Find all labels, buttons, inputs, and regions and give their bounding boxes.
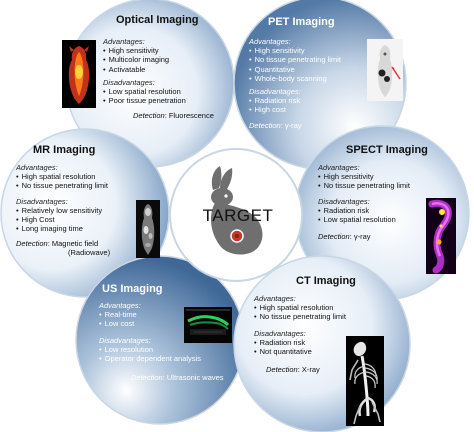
optical-adv-label: Advantages: bbox=[103, 37, 145, 46]
mr-panel: MR Imaging bbox=[16, 144, 95, 156]
pet-dis-label: Disadvantages: bbox=[249, 87, 301, 97]
ct-adv-item: No tissue penetrating limit bbox=[254, 312, 346, 321]
mr-title: MR Imaging bbox=[33, 144, 96, 156]
pet-detection: Detection: γ-ray bbox=[249, 120, 302, 130]
center-label: TARGET bbox=[202, 206, 274, 225]
us-dis-item: Operator dependent analysis bbox=[99, 354, 224, 363]
pet-panel: PET Imaging bbox=[268, 16, 335, 28]
ct-adv-label: Advantages: bbox=[254, 294, 296, 303]
mr-detection-line2: (Radiowave) bbox=[68, 248, 111, 258]
ct-dis-label: Disadvantages: bbox=[254, 328, 306, 338]
spect-dis-label: Disadvantages: bbox=[318, 196, 370, 206]
spect-adv-item: No tissue penetrating limit bbox=[318, 181, 410, 190]
pet-dis-item: High cost bbox=[249, 105, 341, 114]
spect-adv-label: Advantages: bbox=[318, 163, 360, 172]
ct-panel: CT Imaging bbox=[296, 275, 356, 287]
us-text: Advantages: Real-time Low cost Disadvant… bbox=[99, 298, 224, 382]
optical-detection: Detection: Fluorescence bbox=[133, 111, 214, 121]
ct-scan-image bbox=[346, 336, 384, 426]
us-adv-item: Low cost bbox=[99, 319, 224, 328]
pet-dis-item: Radiation risk bbox=[249, 96, 341, 105]
us-dis-label: Disadvantages: bbox=[99, 335, 151, 345]
ct-dis-item: Not quantitative bbox=[254, 347, 346, 356]
pet-adv-item: Quantitative bbox=[249, 65, 341, 74]
mr-text: Advantages: High spatial resolution No t… bbox=[16, 160, 110, 257]
mr-dis-item: High Cost bbox=[16, 215, 110, 224]
mr-scan-image bbox=[136, 200, 160, 258]
spect-title: SPECT Imaging bbox=[346, 144, 428, 156]
optical-panel: Optical Imaging bbox=[103, 14, 199, 26]
optical-mouse-image bbox=[62, 40, 96, 108]
ct-text: Advantages: High spatial resolution No t… bbox=[254, 291, 346, 374]
us-title: US Imaging bbox=[102, 283, 163, 295]
us-panel: US Imaging bbox=[102, 283, 163, 295]
us-scan-image bbox=[184, 307, 232, 343]
optical-dis-label: Disadvantages: bbox=[103, 77, 155, 87]
pet-adv-label: Advantages: bbox=[249, 37, 291, 46]
spect-scan-image bbox=[426, 198, 456, 274]
spect-text: Advantages: High sensitivity No tissue p… bbox=[318, 160, 410, 241]
ct-detection: Detection: X-ray bbox=[266, 365, 320, 375]
optical-dis-item: Poor tissue penetration bbox=[103, 96, 214, 105]
pet-scan-image bbox=[367, 39, 403, 101]
us-detection: Detection: Ultrasonic waves bbox=[131, 373, 224, 383]
pet-text: Advantages: High sensitivity No tissue p… bbox=[249, 34, 341, 130]
ct-dis-item: Radiation risk bbox=[254, 338, 346, 347]
optical-title: Optical Imaging bbox=[116, 14, 199, 26]
spect-dis-item: Low spatial resolution bbox=[318, 215, 410, 224]
pet-adv-item: High sensitivity bbox=[249, 46, 341, 55]
optical-text: Advantages: High sensitivity Multicolor … bbox=[103, 34, 214, 120]
mr-dis-item: Long imaging time bbox=[16, 224, 110, 233]
mr-detection: Detection: Magnetic field bbox=[16, 239, 99, 249]
mr-dis-label: Disadvantages: bbox=[16, 196, 68, 206]
target-core-icon bbox=[235, 234, 239, 238]
optical-dis-item: Low spatial resolution bbox=[103, 87, 214, 96]
spect-adv-item: High sensitivity bbox=[318, 172, 410, 181]
optical-adv-item: Activatable bbox=[103, 65, 214, 74]
spect-panel: SPECT Imaging bbox=[346, 144, 428, 156]
pet-title: PET Imaging bbox=[268, 16, 335, 28]
optical-adv-item: Multicolor imaging bbox=[103, 55, 214, 64]
spect-dis-item: Radiation risk bbox=[318, 206, 410, 215]
rabbit-icon bbox=[210, 166, 263, 255]
us-dis-item: Low resolution bbox=[99, 345, 224, 354]
pet-adv-item: Whole-body scanning bbox=[249, 74, 341, 83]
spect-detection: Detection: γ-ray bbox=[318, 232, 371, 242]
mr-adv-label: Advantages: bbox=[16, 163, 58, 172]
optical-adv-item: High sensitivity bbox=[103, 46, 214, 55]
pet-adv-item: No tissue penetrating limit bbox=[249, 55, 341, 64]
us-adv-item: Real-time bbox=[99, 310, 224, 319]
mr-adv-item: High spatial resolution bbox=[16, 172, 110, 181]
ct-title: CT Imaging bbox=[296, 275, 356, 287]
mr-dis-item: Relatively low sensitivity bbox=[16, 206, 110, 215]
us-adv-label: Advantages: bbox=[99, 301, 141, 310]
ct-adv-item: High spatial resolution bbox=[254, 303, 346, 312]
mr-adv-item: No tissue penetrating limit bbox=[16, 181, 110, 190]
